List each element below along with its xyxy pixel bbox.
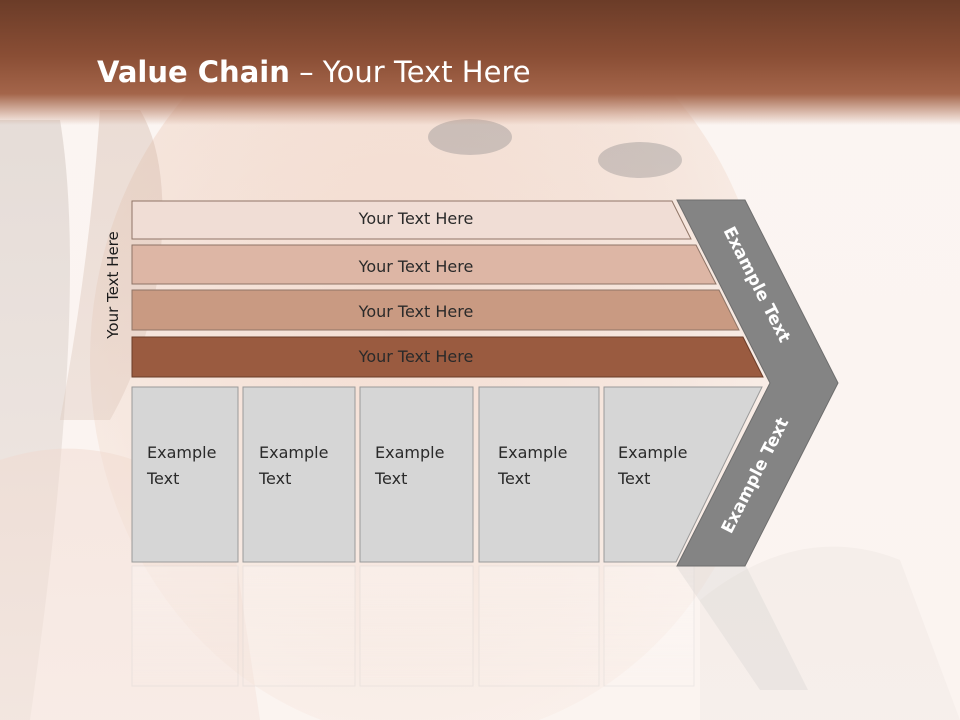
activity-box-3[interactable] <box>359 386 474 563</box>
reflection <box>131 565 808 690</box>
activity-box-4-line1: Example <box>498 443 567 462</box>
activity-box-2-line1: Example <box>259 443 328 462</box>
bar-4-label: Your Text Here <box>358 347 474 366</box>
bar-3[interactable] <box>131 289 740 331</box>
bar-2[interactable] <box>131 244 717 285</box>
slide-title-rest: – Your Text Here <box>289 55 531 89</box>
slide-title: Value Chain – Your Text Here <box>97 55 531 89</box>
bar-2-label: Your Text Here <box>358 257 474 276</box>
activity-box-1-line1: Example <box>147 443 216 462</box>
value-chain-arrow <box>676 199 839 567</box>
bar-1-label: Your Text Here <box>358 209 474 228</box>
title-banner <box>0 0 960 125</box>
activity-box-1-line2: Text <box>146 469 179 488</box>
activity-box-4-line2: Text <box>497 469 530 488</box>
activity-box-3-line1: Example <box>375 443 444 462</box>
activity-box-5-line2: Text <box>617 469 650 488</box>
activity-box-5[interactable] <box>603 386 763 563</box>
bar-4[interactable] <box>131 336 764 378</box>
activity-box-3-line2: Text <box>374 469 407 488</box>
activity-box-2-line2: Text <box>258 469 291 488</box>
bar-1[interactable] <box>131 200 692 240</box>
activity-box-4[interactable] <box>478 386 600 563</box>
activity-box-2[interactable] <box>242 386 356 563</box>
slide-title-bold: Value Chain <box>97 55 290 89</box>
bar-3-label: Your Text Here <box>358 302 474 321</box>
activity-box-1[interactable] <box>131 386 239 563</box>
activity-box-5-line1: Example <box>618 443 687 462</box>
